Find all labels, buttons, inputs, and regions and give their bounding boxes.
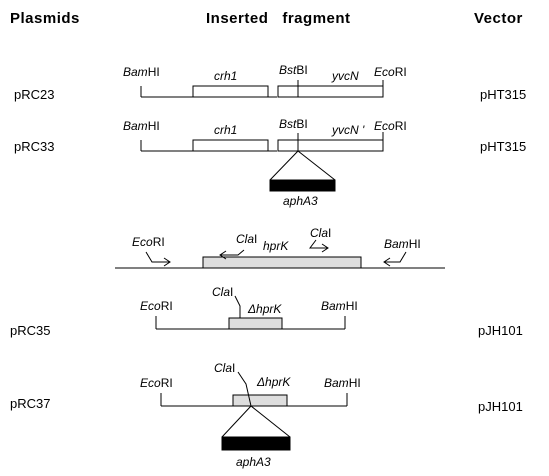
apha3-label: aphA3 — [283, 194, 318, 208]
bamhi-label: BamHI — [384, 237, 421, 251]
insertion-wedge-left — [221, 405, 252, 438]
bamhi-label: BamHI — [123, 119, 160, 133]
yvcn-truncated-gene-box — [277, 139, 384, 152]
construct-prc35: EcoRI ClaI ΔhprK BamHI — [140, 285, 358, 330]
clai-label-left: ClaI — [236, 232, 257, 246]
clai-primer-arrow-right — [309, 239, 328, 249]
clai-label: ClaI — [212, 285, 233, 299]
ecori-label: EcoRI — [140, 376, 173, 390]
insertion-wedge-left — [269, 150, 299, 181]
header-plasmids: Plasmids — [10, 10, 80, 27]
bstbi-label: BstBI — [279, 117, 308, 131]
ecori-label: EcoRI — [374, 119, 407, 133]
bamhi-primer-arrowhead — [383, 257, 391, 267]
crh1-label: crh1 — [214, 69, 237, 83]
delta-hprk-gene-box — [232, 394, 288, 407]
header-inserted-fragment: Inserted fragment — [206, 10, 351, 27]
insertion-wedge-right — [297, 150, 336, 181]
yvcn-prime-label: yvcN ' — [331, 123, 365, 137]
ecori-primer-arrow — [145, 251, 170, 263]
yvcn-gene-box — [277, 85, 384, 98]
delta-hprk-label: ΔhprK — [256, 375, 291, 389]
crh1-label: crh1 — [214, 123, 237, 137]
bamhi-label: BamHI — [123, 65, 160, 79]
hprk-gene-box — [202, 256, 362, 269]
vector-name-prc23: pHT315 — [480, 87, 527, 102]
plasmid-name-prc35: pRC35 — [10, 323, 51, 338]
ecori-label: EcoRI — [374, 65, 407, 79]
bamhi-label: BamHI — [321, 299, 358, 313]
delta-hprk-gene-box — [228, 317, 283, 330]
plasmid-name-prc23: pRC23 — [14, 87, 55, 102]
crh1-gene-box — [192, 85, 269, 98]
ecori-label: EcoRI — [140, 299, 173, 313]
clai-primer-arrowhead-left — [219, 250, 227, 260]
clai-label-right: ClaI — [310, 226, 331, 240]
clai-primer-arrow-left — [220, 249, 245, 256]
apha3-cassette — [269, 179, 336, 192]
vector-name-prc35: pJH101 — [478, 323, 523, 338]
yvcn-label: yvcN — [331, 69, 359, 83]
vector-name-prc37: pJH101 — [478, 399, 523, 414]
ecori-primer-arrowhead — [163, 257, 171, 267]
construct-prc23: BamHI crh1 BstBI yvcN EcoRI — [123, 63, 407, 98]
hprk-label: hprK — [263, 239, 289, 253]
insertion-wedge-right — [250, 405, 291, 438]
header-vector: Vector — [474, 10, 523, 27]
clai-primer-arrowhead-right — [321, 243, 329, 253]
apha3-label: aphA3 — [236, 455, 271, 469]
clai-site-pointer — [237, 371, 252, 407]
bamhi-label: BamHI — [324, 376, 361, 390]
crh1-gene-box — [192, 139, 269, 152]
ecori-label: EcoRI — [132, 235, 165, 249]
clai-label: ClaI — [214, 361, 235, 375]
delta-hprk-label: ΔhprK — [247, 302, 282, 316]
plasmid-name-prc33: pRC33 — [14, 139, 55, 154]
apha3-cassette — [221, 436, 291, 451]
bstbi-label: BstBI — [279, 63, 308, 77]
bamhi-primer-arrow — [384, 251, 407, 263]
vector-name-prc33: pHT315 — [480, 139, 527, 154]
hprk-chromosome-region: EcoRI ClaI hprK ClaI BamHI — [115, 226, 445, 269]
clai-site-pointer — [234, 295, 241, 318]
plasmid-name-prc37: pRC37 — [10, 396, 51, 411]
construct-prc33: BamHI crh1 BstBI yvcN ' EcoRI aphA3 — [123, 117, 407, 208]
construct-prc37: EcoRI ClaI ΔhprK BamHI aphA3 — [140, 361, 361, 469]
